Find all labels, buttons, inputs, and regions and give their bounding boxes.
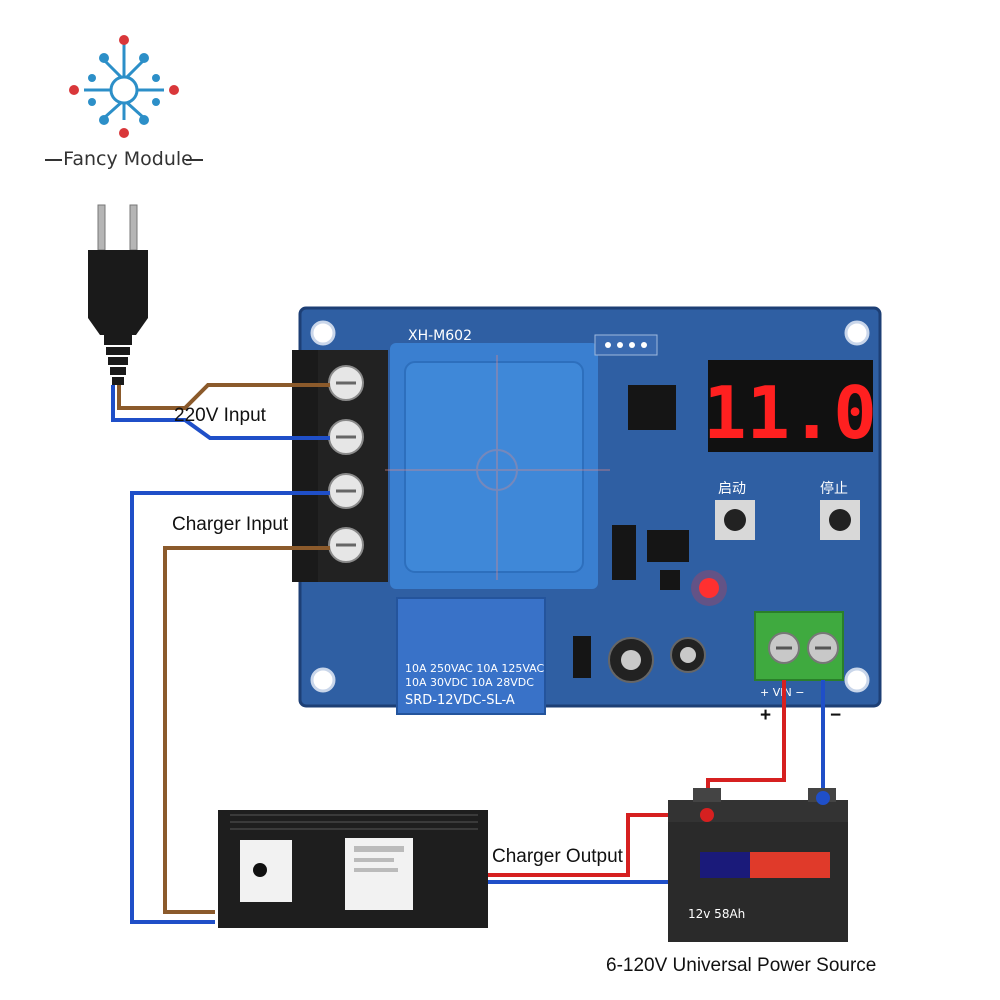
car-battery: 12v 58Ah [668,788,848,942]
minus-sign: − [830,705,842,726]
battery-rating: 12v 58Ah [688,907,745,921]
vin-terminal [754,611,844,681]
stop-label: 停止 [820,480,848,497]
display-value: 11.0 [703,371,876,455]
relay-rating-line-1: 10A 250VAC 10A 125VAC [405,662,545,675]
ac-plug [88,204,148,385]
charger-adapter [218,810,488,928]
charger-input-label: Charger Input [172,514,289,535]
brand-name: Fancy Module [63,148,193,170]
relay: 10A 250VAC 10A 125VAC 10A 30VDC 10A 28VD… [396,597,546,715]
start-button[interactable] [715,500,755,540]
charger-output-label: Charger Output [492,846,623,867]
transformer [390,343,598,589]
power-source-label: 6-120V Universal Power Source [606,955,877,976]
xh-m602-board: XH-M602 [292,306,882,715]
plus-sign: + [760,705,772,726]
ic-chip [628,385,676,430]
relay-model: SRD-12VDC-SL-A [405,693,515,708]
stop-button[interactable] [820,500,860,540]
board-model-label: XH-M602 [408,328,472,344]
status-led [699,578,719,598]
ac-input-label: 220V Input [174,405,266,426]
fancy-module-logo [45,35,203,161]
seven-segment-display: 11.0 [703,360,877,455]
relay-rating-line-2: 10A 30VDC 10A 28VDC [405,676,534,689]
start-label: 启动 [718,481,746,497]
